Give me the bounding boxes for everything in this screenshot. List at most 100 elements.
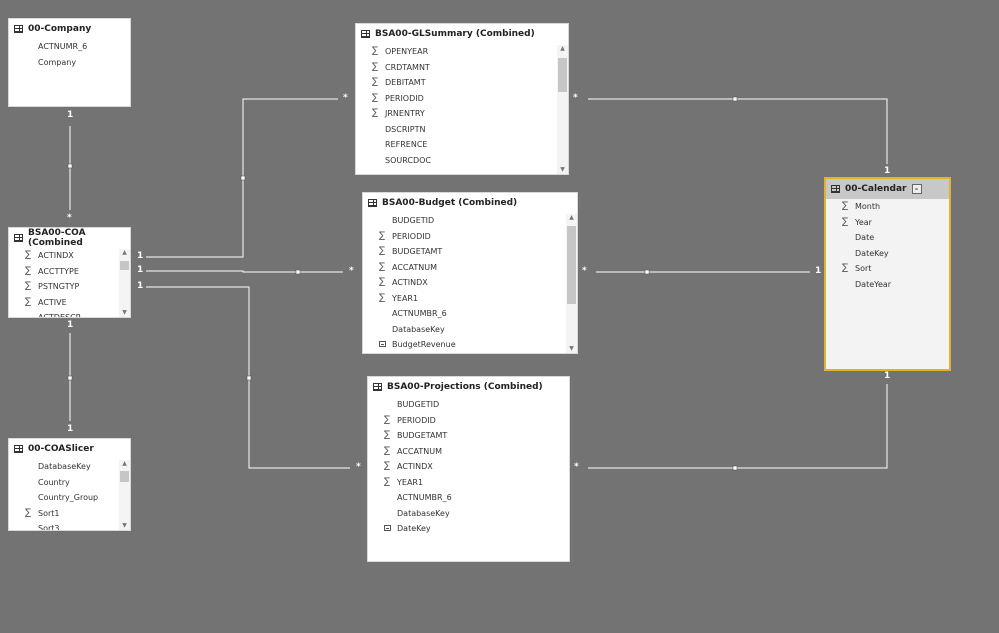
scroll-down-icon[interactable]: ▼	[569, 345, 574, 352]
field-row[interactable]: ∑YEAR1	[363, 291, 577, 307]
scrollbar[interactable]: ▲ ▼	[119, 249, 130, 317]
table-header[interactable]: 00-COASlicer	[9, 439, 130, 459]
table-header[interactable]: BSA00-GLSummary (Combined)	[356, 24, 568, 44]
field-row[interactable]: DatabaseKey	[9, 459, 130, 475]
field-row[interactable]: ∑ACTINDX	[368, 459, 569, 475]
field-row[interactable]: ∑ACCTTYPE	[9, 264, 130, 280]
table-card-coa[interactable]: BSA00-COA (Combined ∑ACTINDX∑ACCTTYPE∑PS…	[8, 227, 131, 318]
table-header[interactable]: 00-Calendar –	[826, 179, 949, 199]
table-header[interactable]: BSA00-Projections (Combined)	[368, 377, 569, 397]
scroll-thumb[interactable]	[120, 471, 129, 482]
sigma-icon: ∑	[384, 414, 391, 425]
field-row[interactable]: Date	[826, 230, 949, 246]
field-row[interactable]: BudgetRevenue	[363, 337, 577, 353]
field-row[interactable]: DateYear	[826, 277, 949, 293]
field-name: ACTINDX	[38, 251, 74, 260]
scrollbar[interactable]: ▲ ▼	[566, 214, 577, 353]
rel-handle[interactable]	[732, 465, 738, 471]
field-row[interactable]: ∑PERIODID	[356, 91, 568, 107]
field-row[interactable]: Country_Group	[9, 490, 130, 506]
field-row[interactable]: ACTNUMBR_6	[363, 306, 577, 322]
rel-handle[interactable]	[67, 375, 73, 381]
collapse-icon[interactable]: –	[911, 184, 922, 194]
table-header[interactable]: BSA00-Budget (Combined)	[363, 193, 577, 213]
scrollbar[interactable]: ▲ ▼	[557, 45, 568, 174]
field-row[interactable]: BUDGETID	[368, 397, 569, 413]
scroll-up-icon[interactable]: ▲	[560, 45, 565, 52]
field-row[interactable]: ACTNUMR_6	[9, 39, 130, 55]
field-row[interactable]: DatabaseKey	[368, 506, 569, 522]
table-header[interactable]: BSA00-COA (Combined	[9, 228, 130, 248]
field-row[interactable]: ∑BUDGETAMT	[368, 428, 569, 444]
field-name: Company	[38, 57, 77, 67]
field-row[interactable]: ∑JRNENTRY	[356, 106, 568, 122]
field-row[interactable]: ∑CRDTAMNT	[356, 60, 568, 76]
field-row[interactable]: REFRENCE	[356, 137, 568, 153]
scroll-thumb[interactable]	[567, 226, 576, 304]
field-row[interactable]: ∑PERIODID	[363, 229, 577, 245]
field-row[interactable]: ∑PERIODID	[368, 413, 569, 429]
rel-glsummary-calendar[interactable]	[588, 98, 888, 164]
field-name: Sort3	[38, 524, 60, 531]
scroll-up-icon[interactable]: ▲	[122, 249, 127, 256]
field-row[interactable]: ∑Year	[826, 215, 949, 231]
field-row[interactable]: Sort3	[9, 521, 130, 531]
scrollbar[interactable]: ▲ ▼	[119, 460, 130, 530]
field-row[interactable]: ∑DEBITAMT	[356, 75, 568, 91]
scroll-thumb[interactable]	[558, 58, 567, 92]
field-row[interactable]: ∑ACTINDX	[9, 248, 130, 264]
field-row[interactable]: DateKey	[368, 521, 569, 537]
scroll-down-icon[interactable]: ▼	[122, 309, 127, 316]
rel-handle[interactable]	[240, 175, 246, 181]
field-row[interactable]: ∑Sort1	[9, 506, 130, 522]
field-row[interactable]: ∑ACCATNUM	[368, 444, 569, 460]
table-card-glsummary[interactable]: BSA00-GLSummary (Combined) ∑OPENYEAR∑CRD…	[355, 23, 569, 175]
rel-handle[interactable]	[295, 269, 301, 275]
scroll-down-icon[interactable]: ▼	[560, 166, 565, 173]
scroll-up-icon[interactable]: ▲	[569, 214, 574, 221]
field-row[interactable]: DatabaseKey	[363, 322, 577, 338]
rel-handle[interactable]	[246, 375, 252, 381]
field-row[interactable]: BUDGETID	[363, 213, 577, 229]
field-name: ACCATNUM	[392, 262, 437, 272]
field-row[interactable]: ACTNUMBR_6	[368, 490, 569, 506]
rel-coa-budget[interactable]	[146, 270, 343, 273]
field-row[interactable]: ∑Month	[826, 199, 949, 215]
field-row[interactable]: DSCRIPTN	[356, 122, 568, 138]
field-name: OPENYEAR	[385, 47, 429, 56]
table-header[interactable]: 00-Company	[9, 19, 130, 39]
rel-handle[interactable]	[67, 163, 73, 169]
field-row[interactable]: Company	[9, 55, 130, 71]
field-row[interactable]: ∑Sort	[826, 261, 949, 277]
field-row[interactable]: ∑ACTIVE	[9, 295, 130, 311]
table-card-budget[interactable]: BSA00-Budget (Combined) BUDGETID∑PERIODI…	[362, 192, 578, 354]
field-row[interactable]: SOURCDOC	[356, 153, 568, 169]
cardinality-one: 1	[67, 110, 74, 120]
rel-handle[interactable]	[732, 96, 738, 102]
scroll-down-icon[interactable]: ▼	[122, 522, 127, 529]
scroll-up-icon[interactable]: ▲	[122, 460, 127, 467]
field-row[interactable]: ACTDESCR	[9, 310, 130, 317]
field-name: PERIODID	[392, 231, 431, 241]
field-row[interactable]: ∑OPENYEAR	[356, 44, 568, 60]
field-row[interactable]: DateKey	[826, 246, 949, 262]
rel-handle[interactable]	[644, 269, 650, 275]
field-name: Year	[855, 217, 872, 227]
field-name: Date	[855, 233, 875, 242]
calculator-icon	[379, 341, 386, 347]
field-row[interactable]: ∑YEAR1	[368, 475, 569, 491]
field-row[interactable]: ∑PSTNGTYP	[9, 279, 130, 295]
table-card-projections[interactable]: BSA00-Projections (Combined) BUDGETID∑PE…	[367, 376, 570, 562]
field-row[interactable]: Country	[9, 475, 130, 491]
sigma-icon: ∑	[379, 277, 386, 287]
table-icon	[14, 445, 23, 453]
field-row[interactable]: ∑ACCATNUM	[363, 260, 577, 276]
field-row[interactable]: ∑BUDGETAMT	[363, 244, 577, 260]
field-row[interactable]: ∑ACTINDX	[363, 275, 577, 291]
scroll-thumb[interactable]	[120, 261, 129, 270]
rel-projections-calendar[interactable]	[588, 384, 888, 469]
